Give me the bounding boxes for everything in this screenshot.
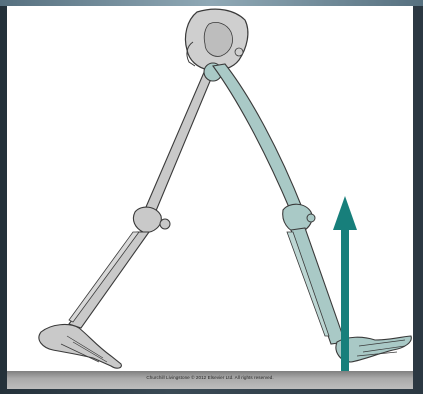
skeleton-gait-illustration <box>7 6 413 389</box>
copyright-notice: Churchill Livingstone © 2012 Elsevier Lt… <box>7 375 413 380</box>
pelvis <box>185 9 247 70</box>
front-leg <box>204 63 411 362</box>
figure-panel: Churchill Livingstone © 2012 Elsevier Lt… <box>7 6 413 389</box>
floor <box>7 371 413 389</box>
rear-leg <box>39 70 213 368</box>
